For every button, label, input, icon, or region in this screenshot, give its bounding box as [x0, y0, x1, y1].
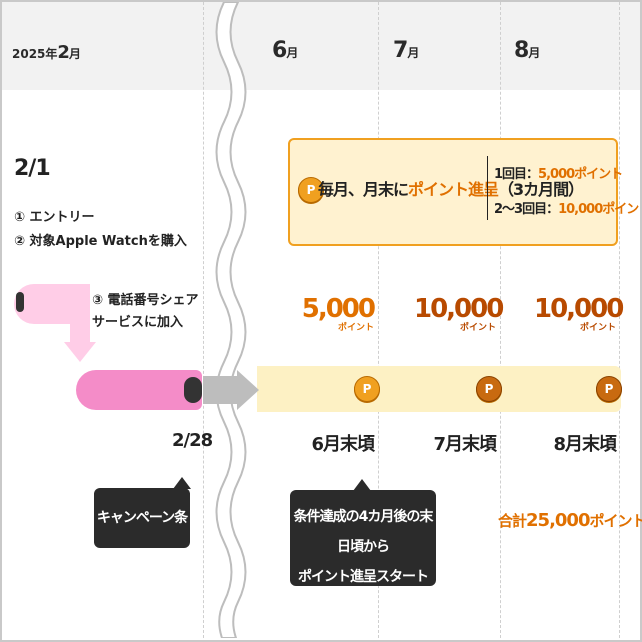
- end-marker: [184, 377, 202, 403]
- month-number: 6: [272, 38, 287, 63]
- point-start-callout: 条件達成の4カ月後の末日頃から ポイント進呈スタート: [290, 490, 436, 586]
- separator-line: [619, 2, 620, 638]
- month-suffix: 月: [286, 46, 299, 60]
- month-suffix: 月: [407, 46, 420, 60]
- month-suffix: 月: [528, 46, 541, 60]
- payout-unit: ポイント: [579, 323, 616, 333]
- payout-amount-jul: 10,000 ポイント: [414, 294, 504, 334]
- point-coin-icon: P: [298, 177, 324, 203]
- step-purchase: ② 対象Apple Watchを購入: [14, 234, 187, 249]
- month-label-feb: 2025年2月: [12, 42, 81, 63]
- total-number: 25,000: [526, 510, 590, 531]
- banner-row-points: 5,000ポイント: [538, 167, 623, 182]
- step-share-service: ③ 電話番号シェアサービスに加入: [92, 293, 199, 330]
- payout-number: 10,000: [414, 294, 504, 324]
- step-entry: ① エントリー: [14, 210, 95, 225]
- callout-line: 条件達成の4カ月後の末日頃から: [293, 509, 434, 555]
- banner-divider: [487, 156, 488, 220]
- separator-line: [500, 2, 501, 638]
- start-marker: [16, 292, 24, 312]
- separator-line: [203, 2, 204, 638]
- callout-line: ポイント進呈スタート: [298, 569, 429, 585]
- banner-title-highlight: ポイント進呈: [408, 180, 499, 199]
- start-date: 2/1: [14, 156, 51, 181]
- payout-unit: ポイント: [459, 323, 496, 333]
- month-label-aug: 8月: [514, 38, 540, 63]
- month-number: 8: [514, 38, 529, 63]
- transition-arrow-icon: [203, 370, 259, 410]
- payout-number: 5,000: [301, 294, 376, 324]
- month-number: 2: [57, 42, 69, 63]
- pink-down-arrow: [64, 342, 96, 362]
- header-band: [2, 2, 640, 90]
- total-suffix: ポイント進呈: [589, 512, 642, 530]
- payout-amount-jun: 5,000 ポイント: [300, 294, 376, 334]
- banner-title-pre: 毎月、月末に: [318, 180, 409, 199]
- payout-unit: ポイント: [337, 323, 374, 333]
- total-prefix: 合計: [498, 512, 527, 530]
- total-points: 合計25,000ポイント進呈: [498, 510, 642, 531]
- point-coin-icon: P: [354, 376, 380, 402]
- month-label-jul: 7月: [393, 38, 419, 63]
- pink-connector: [70, 284, 90, 344]
- month-number: 7: [393, 38, 408, 63]
- callout-pointer: [353, 479, 371, 491]
- banner-row-later: 2〜3回目：10,000ポイント: [494, 198, 642, 217]
- payout-amount-aug: 10,000 ポイント: [534, 294, 624, 334]
- point-coin-icon: P: [476, 376, 502, 402]
- point-info-banner: [288, 138, 618, 246]
- month-label-jun: 6月: [272, 38, 298, 63]
- month-suffix: 月: [68, 47, 81, 61]
- point-period-bar: [257, 366, 621, 412]
- payout-date-jun: 6月末頃: [311, 434, 375, 455]
- separator-line: [378, 2, 379, 638]
- banner-title-post: （3カ月間）: [498, 180, 584, 199]
- banner-row-first: 1回目：5,000ポイント: [494, 163, 623, 182]
- condition-achieved-callout: キャンペーン条件達成: [94, 488, 190, 586]
- year-label: 2025年: [12, 47, 58, 61]
- banner-row-points: 10,000ポイント: [558, 202, 642, 217]
- callout-pointer: [173, 477, 191, 489]
- time-break-wave: [215, 2, 247, 638]
- banner-row-label: 2〜3回目：: [494, 202, 559, 217]
- banner-title: 毎月、月末にポイント進呈（3カ月間）: [318, 176, 584, 200]
- condition-period-bar: [76, 370, 202, 410]
- payout-date-aug: 8月末頃: [553, 434, 617, 455]
- payout-number: 10,000: [534, 294, 624, 324]
- condition-end-date: 2/28: [172, 430, 213, 451]
- point-coin-icon: P: [596, 376, 622, 402]
- payout-date-jul: 7月末頃: [433, 434, 497, 455]
- banner-row-label: 1回目：: [494, 167, 539, 182]
